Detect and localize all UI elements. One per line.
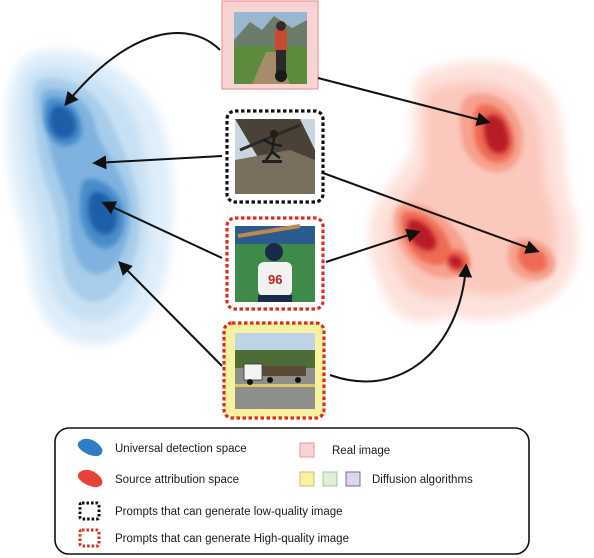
diffusion-swatch-purple bbox=[345, 471, 361, 487]
arrow-real-to-source bbox=[317, 77, 491, 126]
truck-image-card bbox=[222, 321, 326, 420]
legend-box bbox=[54, 427, 530, 555]
legend-source-label: Source attribution space bbox=[115, 474, 239, 486]
arrows bbox=[64, 32, 540, 383]
arrow-truck-to-source bbox=[329, 263, 473, 383]
red-blob-icon bbox=[77, 469, 103, 488]
arrow-baseball-to-source bbox=[325, 228, 421, 263]
motorcycle-rider-photo bbox=[234, 12, 307, 84]
real-image-swatch bbox=[299, 442, 315, 458]
legend-low-quality-label: Prompts that can generate low-quality im… bbox=[115, 506, 343, 518]
low-quality-swatch bbox=[78, 501, 101, 521]
legend-low-quality: Prompts that can generate low-quality im… bbox=[78, 501, 343, 521]
blue-blob-icon bbox=[77, 438, 103, 457]
arrow-skater-to-universal bbox=[92, 155, 223, 170]
legend-high-quality: Prompts that can generate High-quality i… bbox=[78, 528, 349, 548]
legend-real-label: Real image bbox=[332, 445, 390, 457]
universal-detection-density bbox=[7, 50, 173, 346]
diffusion-swatch-green bbox=[322, 471, 338, 487]
arrow-truck-to-universal bbox=[118, 261, 223, 367]
baseball-player-photo: 96 bbox=[235, 224, 315, 302]
skater-image-card bbox=[225, 109, 325, 204]
arrow-real-to-universal bbox=[64, 32, 221, 107]
skateboarder-photo bbox=[235, 119, 315, 194]
legend-universal-label: Universal detection space bbox=[115, 443, 247, 455]
truck-on-road-photo bbox=[235, 333, 315, 409]
high-quality-swatch bbox=[78, 528, 101, 548]
legend-diffusion: Diffusion algorithms bbox=[299, 471, 473, 487]
legend-diffusion-label: Diffusion algorithms bbox=[372, 474, 473, 486]
baseball-image-card: 96 bbox=[225, 216, 325, 311]
legend-high-quality-label: Prompts that can generate High-quality i… bbox=[115, 533, 349, 545]
diffusion-swatch-yellow bbox=[299, 471, 315, 487]
legend-universal: Universal detection space bbox=[77, 438, 247, 457]
arrow-baseball-to-universal bbox=[101, 201, 223, 259]
real-image-card bbox=[221, 0, 319, 90]
legend-source: Source attribution space bbox=[77, 469, 239, 488]
legend-real: Real image bbox=[299, 442, 390, 458]
arrow-skater-to-source bbox=[322, 172, 540, 254]
svg-text:96: 96 bbox=[268, 272, 282, 287]
legend: Universal detection space Source attribu… bbox=[54, 427, 530, 555]
